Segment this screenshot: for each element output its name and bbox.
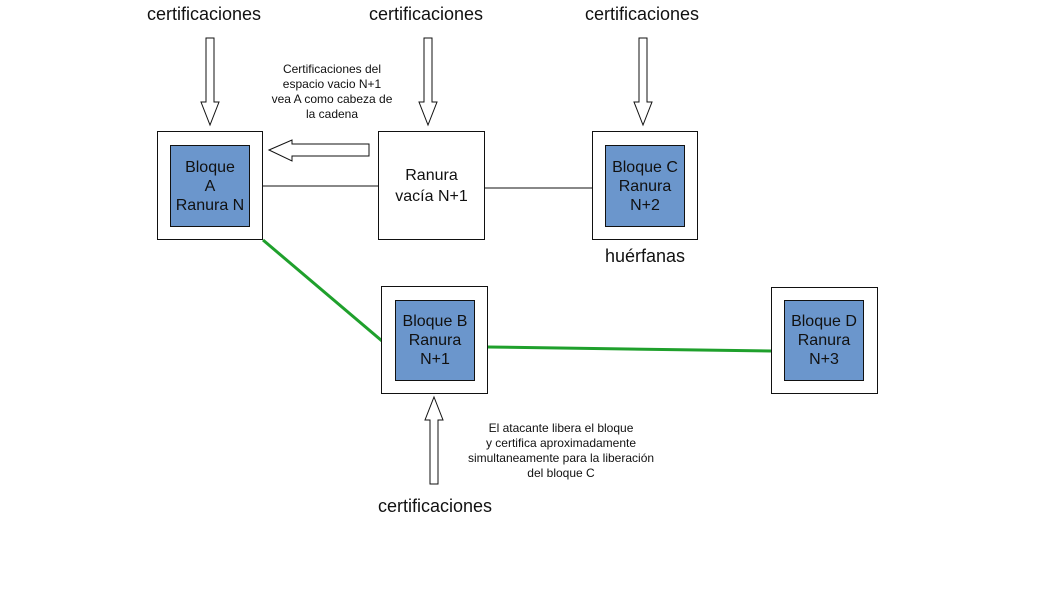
block-c-slot: Bloque C Ranura N+2	[592, 131, 698, 240]
cert-arrow-a	[200, 37, 220, 127]
block-b: Bloque B Ranura N+1	[395, 300, 475, 381]
cert-label-b: certificaciones	[377, 496, 493, 516]
cert-label-c: certificaciones	[584, 4, 700, 24]
block-a: Bloque A Ranura N	[170, 145, 250, 227]
block-a-slot: Bloque A Ranura N	[157, 131, 263, 240]
block-c: Bloque C Ranura N+2	[605, 145, 685, 227]
attacker-note: El atacante libera el bloque y certifica…	[467, 421, 655, 480]
empty-slot: Ranura vacía N+1	[378, 131, 485, 240]
link-a-to-b	[262, 238, 383, 343]
cert-label-empty: certificaciones	[368, 4, 484, 24]
block-b-slot: Bloque B Ranura N+1	[381, 286, 488, 394]
cert-arrow-c	[633, 37, 653, 127]
cert-arrow-empty	[418, 37, 438, 127]
cert-label-a: certificaciones	[146, 4, 262, 24]
link-b-to-d	[487, 345, 772, 353]
block-d: Bloque D Ranura N+3	[784, 300, 864, 381]
orphans-label: huérfanas	[604, 246, 686, 266]
cert-arrow-b	[424, 395, 444, 485]
empty-slot-note: Certificaciones del espacio vacio N+1 ve…	[271, 62, 393, 121]
left-arrow-empty-to-a	[267, 139, 370, 162]
block-d-slot: Bloque D Ranura N+3	[771, 287, 878, 394]
